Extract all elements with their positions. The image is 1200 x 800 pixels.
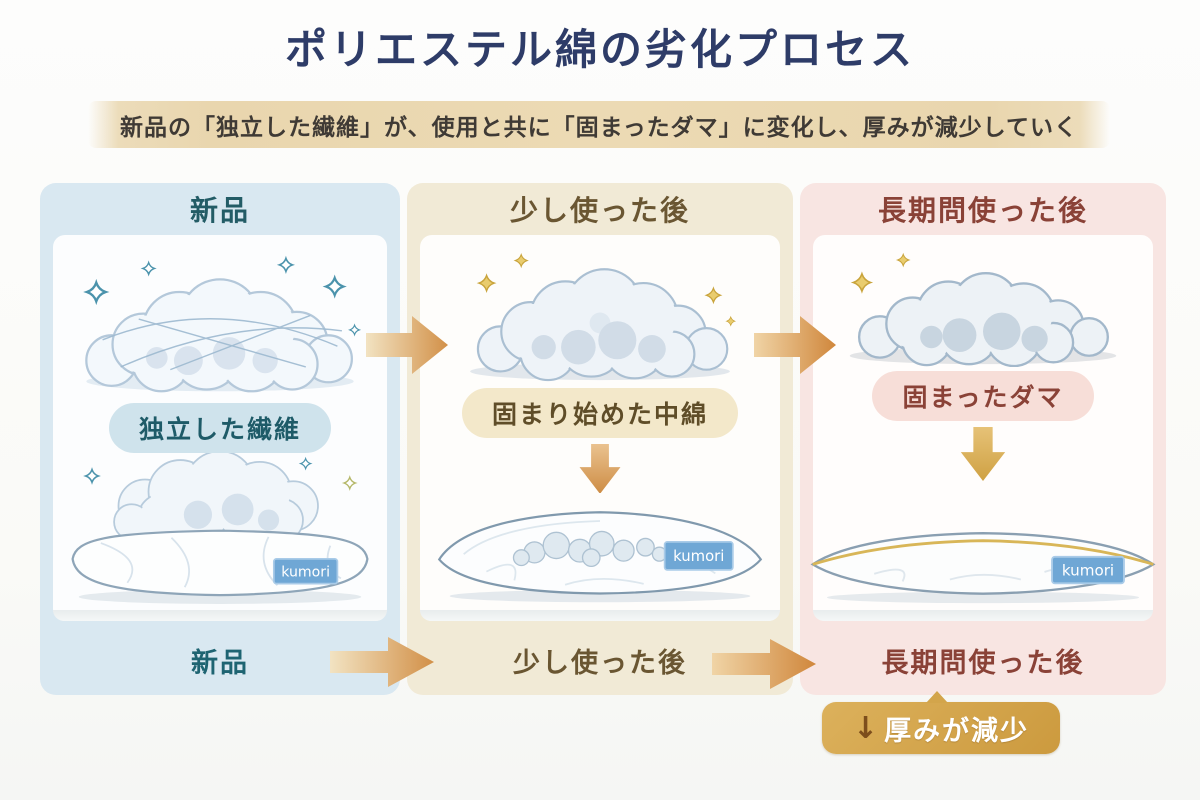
fiber-cloud-new-illustration xyxy=(83,255,362,393)
stage-panel-new: 独立した繊維 xyxy=(53,235,387,621)
stage-header-lightly-used: 少し使った後 xyxy=(509,194,690,227)
stage-panel-lightly-used: 固まり始めた中綿 xyxy=(420,235,780,621)
brand-tag-label: kumori xyxy=(1062,562,1114,580)
stage-panel-long-used: 固まったダマ k xyxy=(810,235,1156,621)
thickness-decrease-badge: ↓ 厚みが減少 xyxy=(822,691,1060,754)
stage-bottom-label-lightly-used: 少し使った後 xyxy=(513,647,687,679)
stage-column-new: 新品 xyxy=(40,183,400,695)
arrow-down-icon xyxy=(960,427,1006,481)
arrow-right-icon xyxy=(754,316,836,374)
pillow-new-illustration: kumori xyxy=(71,452,369,604)
clumped-filling xyxy=(512,531,668,568)
arrow-right-icon xyxy=(330,637,434,687)
arrow-down-icon: ↓ xyxy=(852,710,879,746)
thickness-decrease-label: 厚みが減少 xyxy=(884,715,1030,747)
subtitle-band: 新品の「独立した繊維」が、使用と共に「固まったダマ」に変化し、厚みが減少していく xyxy=(88,101,1110,148)
state-label-long-used: 固まったダマ xyxy=(872,371,1094,421)
stage-column-lightly-used: 少し使った後 xyxy=(407,183,793,695)
sparkle-icon xyxy=(850,252,911,294)
sparkle-icon xyxy=(83,456,358,491)
sparkle-icon xyxy=(83,255,362,337)
stage-columns: 新品 xyxy=(40,183,1166,695)
arrow-right-icon xyxy=(712,639,816,689)
state-label-lightly-used: 固まり始めた中綿 xyxy=(461,387,738,438)
pillow-lightly-used-illustration: kumori xyxy=(437,511,763,603)
fiber-cloud-lightly-used-illustration xyxy=(470,252,737,382)
page-title: ポリエステル綿の劣化プロセス xyxy=(284,25,915,74)
stage-bottom-label-new: 新品 xyxy=(191,647,249,679)
sparkle-icon xyxy=(476,252,737,327)
subtitle-text: 新品の「独立した繊維」が、使用と共に「固まったダマ」に変化し、厚みが減少していく xyxy=(120,114,1078,141)
state-label-new: 独立した繊維 xyxy=(108,402,331,453)
stage-bottom-label-long-used: 長期問使った後 xyxy=(881,647,1085,679)
brand-tag: kumori xyxy=(1051,555,1125,585)
gold-piping xyxy=(812,539,1154,566)
brand-tag-label: kumori xyxy=(673,548,724,566)
arrow-right-icon xyxy=(366,316,448,374)
fiber-lines xyxy=(102,314,343,371)
brand-tag: kumori xyxy=(663,541,734,572)
stage-header-long-used: 長期問使った後 xyxy=(877,194,1088,227)
pillow-long-used-illustration: kumori xyxy=(810,531,1156,604)
stage-header-new: 新品 xyxy=(189,194,250,227)
fiber-cloud-long-used-illustration xyxy=(849,252,1117,367)
brand-tag-label: kumori xyxy=(281,564,330,580)
arrow-down-icon xyxy=(579,443,621,494)
brand-tag: kumori xyxy=(272,557,339,585)
stage-column-long-used: 長期問使った後 xyxy=(800,183,1166,695)
